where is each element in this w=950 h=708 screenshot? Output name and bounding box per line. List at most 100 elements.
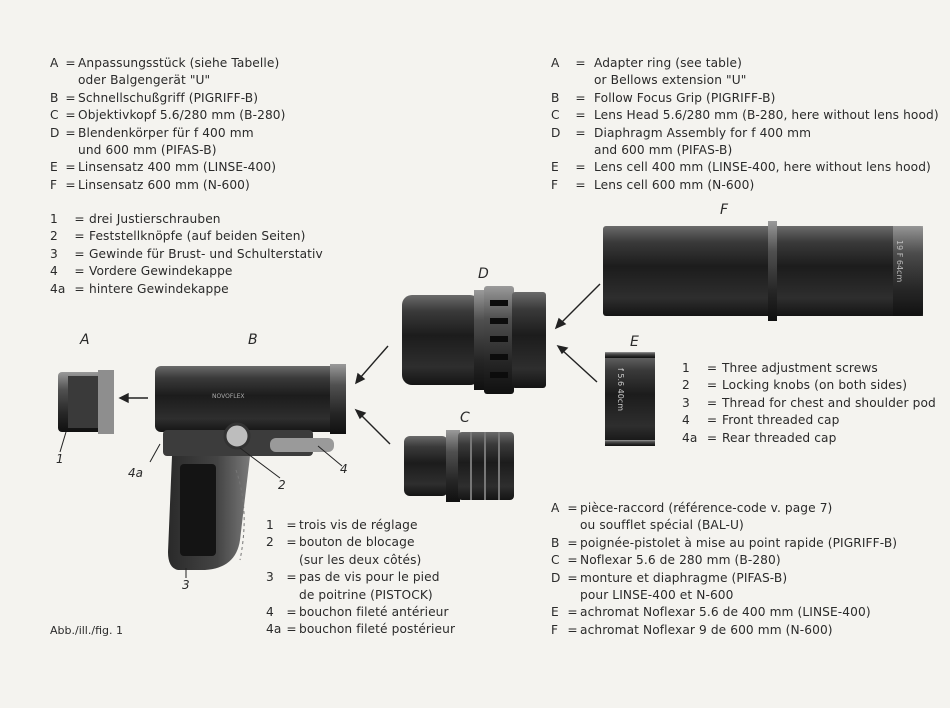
legend-equals: = <box>706 430 718 445</box>
legend-key: B <box>551 90 560 105</box>
legend-row: C=Noflexar 5.6 de 280 mm (B-280) <box>551 552 897 569</box>
legend-row: E=Lens cell 400 mm (LINSE-400, here with… <box>551 159 939 176</box>
legend-key <box>551 587 565 604</box>
legend-row: B=Schnellschußgriff (PIGRIFF-B) <box>50 90 286 107</box>
lens-cell-e-engraving: f 5.6 40cm <box>616 368 625 411</box>
legend-equals <box>567 72 594 89</box>
legend-equals: = <box>65 108 76 123</box>
lens-cell-e: f 5.6 40cm <box>605 352 655 446</box>
legend-value: Lens cell 400 mm (LINSE-400, here withou… <box>594 160 931 175</box>
legend-value: trois vis de réglage <box>299 518 418 532</box>
legend-key: 4a <box>50 281 66 296</box>
legend-equals <box>63 72 78 89</box>
legend-value: drei Justierschrauben <box>89 212 221 226</box>
legend-key: E <box>551 160 559 175</box>
legend-equals: = <box>286 622 297 637</box>
legend-key: C <box>551 108 560 123</box>
legend-row: 3=pas de vis pour le pied <box>266 569 455 586</box>
legend-key <box>551 142 567 159</box>
legend-value: and 600 mm (PIFAS-B) <box>594 143 733 158</box>
legend-row: 2 =bouton de blocage <box>266 534 455 551</box>
legend-value: und 600 mm (PIFAS-B) <box>78 143 217 158</box>
label-e: E <box>630 334 639 350</box>
legend-equals <box>284 552 299 569</box>
legend-equals: = <box>706 395 718 410</box>
legend-key: 3 <box>50 246 58 261</box>
legend-row: E=Linsensatz 400 mm (LINSE-400) <box>50 159 286 176</box>
legend-key: 3 <box>682 395 690 410</box>
legend-value: Thread for chest and shoulder pod <box>722 395 936 410</box>
legend-key <box>50 72 63 89</box>
legend-equals: = <box>567 570 578 585</box>
legend-value: Locking knobs (on both sides) <box>722 378 908 393</box>
lens-cell-f: 19 F 64cm <box>603 221 923 321</box>
legend-key: 2 <box>266 535 274 550</box>
legend-equals <box>565 587 580 604</box>
legend-value: or Bellows extension "U" <box>594 73 747 88</box>
legend-equals: = <box>567 535 578 550</box>
legend-equals: = <box>567 605 578 620</box>
figure-caption: Abb./ill./fig. 1 <box>50 624 123 637</box>
legend-key: E <box>551 605 559 620</box>
label-2: 2 <box>278 478 286 492</box>
legend-value: Rear threaded cap <box>722 430 837 445</box>
legend-row: and 600 mm (PIFAS-B) <box>551 142 939 159</box>
lens-cell-f-engraving: 19 F 64cm <box>895 240 904 282</box>
legend-value: ou soufflet spécial (BAL-U) <box>580 518 744 533</box>
legend-key: 4 <box>50 264 58 279</box>
assembly-arrows <box>118 283 601 445</box>
french-parts-legend: A=pièce-raccord (référence-code v. page … <box>551 500 897 639</box>
legend-key: 1 <box>266 518 274 532</box>
legend-value: monture et diaphragme (PIFAS-B) <box>580 570 788 585</box>
legend-value: bouchon fileté postérieur <box>299 622 456 637</box>
legend-value: hintere Gewindekappe <box>89 281 229 296</box>
legend-row: 1=Three adjustment screws <box>682 360 936 377</box>
legend-equals: = <box>286 535 297 550</box>
label-4a: 4a <box>128 466 143 480</box>
legend-row: 4a=bouchon fileté postérieur <box>266 621 455 638</box>
label-1: 1 <box>56 452 64 466</box>
legend-row: 2=Locking knobs (on both sides) <box>682 377 936 394</box>
legend-value: de poitrine (PISTOCK) <box>299 587 433 602</box>
legend-row: 3 = Thread for chest and shoulder pod <box>682 395 936 412</box>
legend-equals: = <box>286 605 297 620</box>
legend-key: 1 <box>50 212 58 226</box>
legend-key: 4 <box>266 605 274 620</box>
legend-value: Vordere Gewindekappe <box>89 264 233 279</box>
follow-focus-grip-b: NOVOFLEX <box>155 364 346 570</box>
legend-row: C = Lens Head 5.6/280 mm (B-280, here with… <box>551 107 939 124</box>
legend-row: 4=bouchon fileté antérieur <box>266 604 455 621</box>
legend-key: C <box>551 553 560 568</box>
legend-equals <box>565 517 580 534</box>
legend-equals: = <box>567 622 578 637</box>
legend-key: F <box>50 177 58 192</box>
legend-row: B=poignée-pistolet à mise au point rapid… <box>551 535 897 552</box>
legend-key: 4a <box>682 430 698 445</box>
legend-key: A <box>50 56 59 70</box>
legend-value: Lens Head 5.6/280 mm (B-280, here withou… <box>594 108 939 123</box>
legend-key: E <box>50 160 58 175</box>
legend-value: Anpassungsstück (siehe Tabelle) <box>78 56 280 70</box>
legend-row: 1=trois vis de réglage <box>266 517 455 534</box>
legend-equals: = <box>74 281 85 296</box>
legend-equals: = <box>575 108 586 123</box>
diaphragm-assembly-d <box>402 286 546 394</box>
legend-row: 3=Gewinde für Brust- und Schulterstativ <box>50 246 323 263</box>
legend-row: or Bellows extension "U" <box>551 72 939 89</box>
legend-value: Schnellschußgriff (PIGRIFF-B) <box>78 90 259 105</box>
legend-row: oder Balgengerät "U" <box>50 72 286 89</box>
legend-row: pour LINSE-400 et N-600 <box>551 587 897 604</box>
legend-row: F=achromat Noflexar 9 de 600 mm (N-600) <box>551 622 897 639</box>
legend-value: Noflexar 5.6 de 280 mm (B-280) <box>580 553 781 568</box>
label-f: F <box>720 202 729 218</box>
grip-body-engraving: NOVOFLEX <box>212 393 245 400</box>
legend-value: bouton de blocage <box>299 535 415 550</box>
legend-value: Blendenkörper für f 400 mm <box>78 125 254 140</box>
legend-value: Linsensatz 600 mm (N-600) <box>78 177 250 192</box>
legend-equals: = <box>74 264 85 279</box>
legend-equals <box>63 142 78 159</box>
english-parts-legend: A=Adapter ring (see table)or Bellows ext… <box>551 55 939 194</box>
